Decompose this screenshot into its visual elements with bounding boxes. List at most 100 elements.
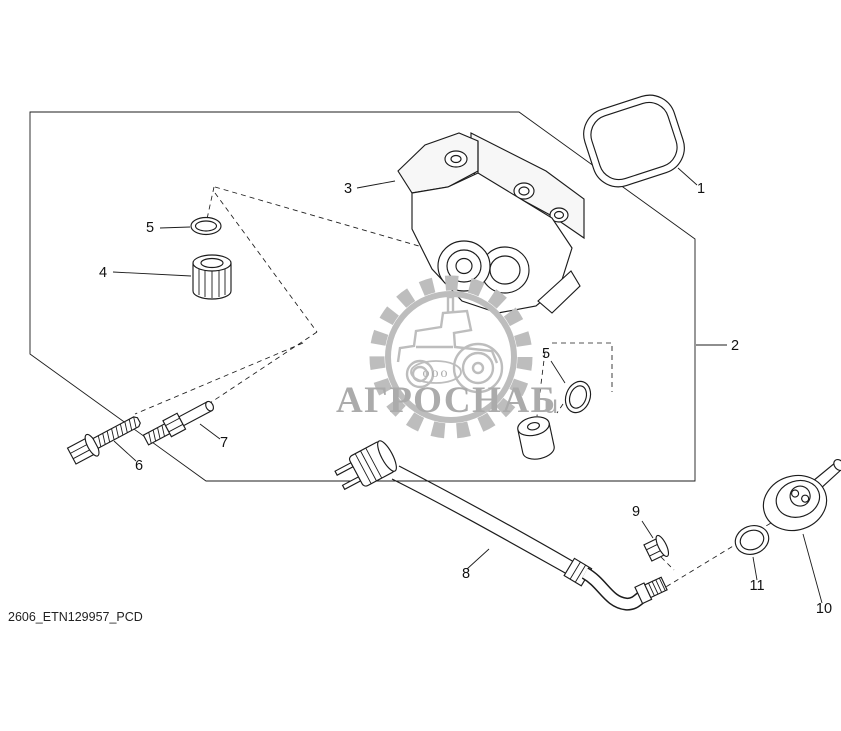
element-rim: [775, 479, 821, 518]
housing-bore-left-inner: [446, 249, 482, 283]
callout-labels: 1 2 3 4 5 5 6 7 8 9 10 11: [99, 181, 832, 617]
element-stem-cap: [833, 458, 841, 472]
leader-4: [112, 271, 192, 277]
watermark-gear-ring: [385, 291, 517, 423]
axis-nut: [660, 556, 675, 571]
bushing-top-inner: [200, 257, 224, 269]
stud-hex-facets: [165, 417, 184, 433]
watermark-ooo-oval: [410, 360, 462, 384]
tractor-exhaust: [446, 295, 455, 313]
bushing-ribs: [198, 268, 226, 298]
leader-7: [199, 423, 221, 440]
flange-hole: [549, 207, 569, 223]
callout-3: 3: [344, 181, 352, 197]
part-5-o-ring-left: [190, 216, 222, 236]
callout-11: 11: [749, 578, 764, 594]
plug-prong: [334, 461, 354, 476]
element-disc: [762, 474, 828, 532]
plug-ribs: [354, 447, 383, 484]
element-core: [789, 485, 811, 507]
housing-fin: [537, 270, 581, 314]
axis-bracket-to-housing: [214, 186, 437, 252]
leader-5a: [159, 226, 191, 229]
o-ring-inner: [568, 385, 588, 409]
callout-8: 8: [462, 566, 470, 582]
bolt-head-facets: [70, 443, 92, 460]
axis-bracket-down: [214, 192, 318, 333]
elbow-fitting: [634, 576, 668, 605]
bolt-shaft: [92, 416, 141, 450]
watermark-gear-teeth: [369, 275, 533, 439]
leader-11: [752, 556, 758, 581]
leader-5b: [550, 360, 566, 384]
fitting-threads: [648, 577, 666, 596]
leader-9: [641, 520, 654, 539]
tractor-rear-wheel-inner: [461, 351, 495, 385]
leader-1: [677, 167, 698, 186]
axis-oring-left: [206, 186, 215, 220]
watermark-tractor: [396, 295, 504, 394]
part-7-stud: [142, 400, 215, 446]
part-10-heater-element: [762, 458, 841, 532]
callout-7: 7: [220, 435, 228, 451]
bolt-threads: [97, 416, 137, 447]
plug-face: [377, 440, 397, 472]
bushing-top: [192, 254, 232, 272]
callout-5b: 5: [542, 346, 550, 362]
part-8-heater-cord: [334, 440, 668, 611]
leader-3: [356, 180, 396, 189]
axis-housing-to-boss: [536, 351, 546, 417]
part-9-flange-nut: [643, 534, 670, 562]
stud-threads: [148, 425, 165, 444]
watermark-company-text: АГРОСНАБ: [336, 380, 557, 421]
part-5-o-ring-right: [564, 380, 592, 414]
tractor-body: [396, 309, 499, 364]
element-coil: [790, 489, 800, 498]
callout-4: 4: [99, 265, 107, 281]
ferrule-ribs: [569, 561, 586, 583]
gasket-outer: [583, 94, 685, 188]
detail-corner-box: [552, 342, 613, 392]
housing-boss: [517, 416, 555, 460]
stud-tip: [205, 400, 215, 412]
flange-hole-inner: [518, 186, 530, 196]
nut-flange: [655, 534, 670, 557]
callout-6: 6: [135, 458, 143, 474]
gasket-inner: [590, 101, 678, 181]
element-coil: [801, 494, 810, 503]
watermark: ооо АГРОСНАБ u: [336, 275, 558, 439]
tractor-front-wheel: [405, 359, 435, 389]
callout-9: 9: [632, 504, 640, 520]
watermark-suffix-text: u: [544, 391, 558, 419]
cap-hole: [444, 150, 468, 168]
watermark-ooo-text: ооо: [423, 366, 450, 381]
flange-hole-inner: [553, 210, 565, 220]
leader-6: [113, 440, 137, 462]
o-ring-outer: [190, 216, 222, 236]
cord-lower-line: [391, 478, 568, 575]
cord-upper-line: [398, 465, 575, 563]
o-ring-inner: [194, 220, 218, 232]
construction-lines: [134, 186, 790, 597]
part-6-bolt: [66, 416, 141, 465]
cap-hole-inner: [450, 154, 462, 164]
tractor-rear-wheel: [452, 342, 504, 394]
callout-5a: 5: [146, 220, 154, 236]
washer-inner: [739, 529, 765, 551]
leader-10: [802, 533, 823, 604]
assembly-bounding-box: [29, 111, 696, 482]
part-1-gasket: [583, 94, 685, 188]
boss-top: [517, 416, 550, 437]
boss-hole: [527, 422, 540, 431]
callout-leaders: [112, 167, 823, 604]
flange-hole: [513, 182, 535, 200]
leader-8: [466, 548, 490, 570]
part-4-bushing: [192, 254, 232, 300]
callout-10: 10: [816, 601, 832, 617]
axis-to-stud: [209, 331, 318, 404]
callout-2: 2: [731, 338, 739, 354]
housing-bore-left-core: [455, 257, 473, 275]
washer-outer: [734, 525, 770, 555]
drawing-code: 2606_ETN129957_PCD: [8, 610, 143, 624]
